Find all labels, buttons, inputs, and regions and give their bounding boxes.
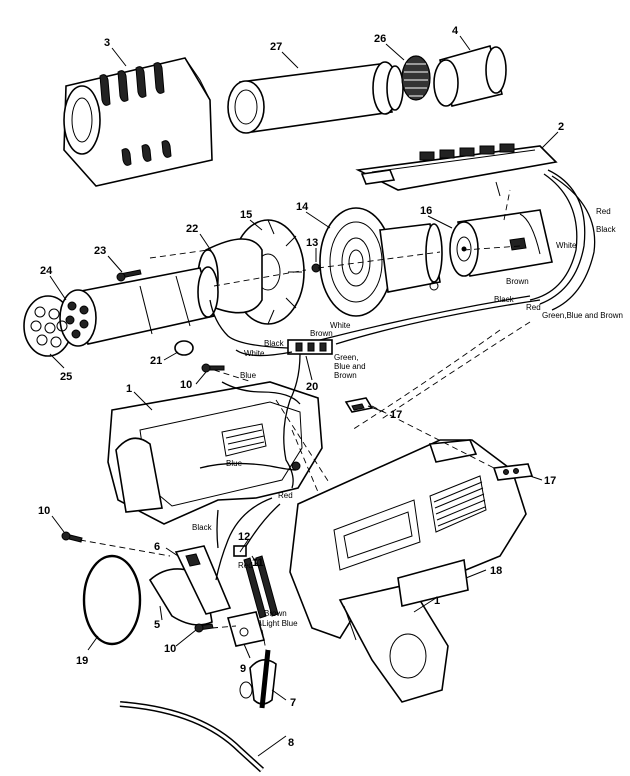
part-17-cap-a bbox=[344, 397, 374, 413]
wire-label-blue-housing: Blue bbox=[226, 459, 243, 468]
wire-label-brown-switch: Brown bbox=[264, 609, 287, 618]
part-26-mesh-screen bbox=[401, 55, 431, 101]
part-4-sleeve bbox=[433, 45, 507, 107]
part-14-fan-housing bbox=[319, 207, 443, 317]
label-part-7: 7 bbox=[290, 697, 296, 709]
label-part-24: 24 bbox=[40, 265, 53, 277]
wire-label-red-switch: Red bbox=[238, 561, 253, 570]
label-part-17-right: 17 bbox=[544, 475, 556, 487]
part-21-washer bbox=[174, 340, 194, 356]
wire-label-white-terminal: White bbox=[330, 321, 351, 330]
part-17-cap-b bbox=[492, 463, 534, 481]
label-part-1-right: 1 bbox=[434, 595, 440, 607]
part-25-end-disc bbox=[23, 289, 97, 357]
wiring-harness bbox=[199, 169, 596, 581]
wire-label-blue-top: Blue bbox=[240, 371, 257, 380]
label-part-26: 26 bbox=[374, 33, 386, 45]
label-part-25: 25 bbox=[60, 371, 72, 383]
label-part-1-left: 1 bbox=[126, 383, 132, 395]
label-part-10-left: 10 bbox=[38, 505, 50, 517]
part-16-motor bbox=[449, 209, 553, 277]
part-20-terminal-block bbox=[287, 339, 333, 355]
label-part-27: 27 bbox=[270, 41, 282, 53]
label-part-16: 16 bbox=[420, 205, 432, 217]
part-number-labels: 3 27 26 4 2 16 14 15 22 13 23 24 25 21 1… bbox=[38, 25, 564, 749]
part-10-screw-a bbox=[201, 363, 225, 373]
label-part-21: 21 bbox=[150, 355, 162, 367]
wire-label-red-motor: Red bbox=[596, 207, 611, 216]
label-part-4: 4 bbox=[452, 25, 459, 37]
label-part-14: 14 bbox=[296, 201, 309, 213]
part-11-brush-contacts bbox=[243, 555, 279, 619]
part-12-connector bbox=[233, 545, 247, 557]
wire-label-red-lower: Red bbox=[526, 303, 541, 312]
part-19-o-ring bbox=[82, 554, 142, 646]
label-part-10-bottom: 10 bbox=[164, 643, 176, 655]
wire-label-light-blue: Light Blue bbox=[262, 619, 298, 628]
wire-label-brown-terminal: Brown bbox=[310, 329, 333, 338]
part-27-heater-tube bbox=[227, 61, 404, 134]
part-3-nozzle-cover bbox=[63, 57, 213, 187]
wire-label-red-housing: Red bbox=[278, 491, 293, 500]
part-23-screw bbox=[116, 269, 142, 282]
label-part-20: 20 bbox=[306, 381, 318, 393]
wire-label-black-switch: Black bbox=[192, 523, 213, 532]
label-part-11: 11 bbox=[252, 557, 264, 569]
label-part-18: 18 bbox=[490, 565, 502, 577]
part-10-screw-c bbox=[194, 623, 214, 633]
label-part-9: 9 bbox=[240, 663, 246, 675]
label-part-12: 12 bbox=[238, 531, 250, 543]
part-1-right-housing bbox=[289, 439, 527, 703]
part-9-cord-clamp bbox=[226, 611, 266, 647]
label-part-19: 19 bbox=[76, 655, 88, 667]
wire-label-green-blue-brown-top: Green,Blue and Brown bbox=[542, 311, 623, 320]
label-part-17-top: 17 bbox=[390, 409, 402, 421]
wire-label-black-lower: Black bbox=[494, 295, 515, 304]
label-part-10-top: 10 bbox=[180, 379, 192, 391]
leader-lines bbox=[49, 35, 559, 757]
part-2-switch-cover bbox=[355, 143, 558, 197]
wire-label-green-line1: Green, bbox=[334, 353, 358, 362]
wire-color-labels: Red Black White Brown Black Red Green,Bl… bbox=[192, 207, 623, 628]
label-part-13: 13 bbox=[306, 237, 318, 249]
wire-label-white-motor: White bbox=[556, 241, 577, 250]
part-6-switch-body bbox=[174, 545, 232, 615]
part-18-rating-label bbox=[397, 558, 469, 607]
part-1-left-housing bbox=[107, 381, 323, 525]
label-part-3: 3 bbox=[104, 37, 110, 49]
label-part-15: 15 bbox=[240, 209, 252, 221]
label-part-22: 22 bbox=[186, 223, 198, 235]
alignment-lines bbox=[79, 189, 531, 661]
label-part-6: 6 bbox=[154, 541, 160, 553]
wire-label-green-line3: Brown bbox=[334, 371, 357, 380]
wire-label-green-line2: Blue and bbox=[334, 362, 366, 371]
part-24-element-tube bbox=[75, 266, 219, 345]
label-part-2: 2 bbox=[558, 121, 564, 133]
wire-label-brown-motor: Brown bbox=[506, 277, 529, 286]
wire-label-black-motor: Black bbox=[596, 225, 617, 234]
wire-label-black-terminal: Black bbox=[264, 339, 285, 348]
label-part-23: 23 bbox=[94, 245, 106, 257]
part-10-screw-b bbox=[61, 531, 83, 543]
wire-label-white-terminal-low: White bbox=[244, 349, 265, 358]
label-part-8: 8 bbox=[288, 737, 294, 749]
part-8-power-cord bbox=[119, 649, 271, 773]
label-part-5: 5 bbox=[154, 619, 160, 631]
